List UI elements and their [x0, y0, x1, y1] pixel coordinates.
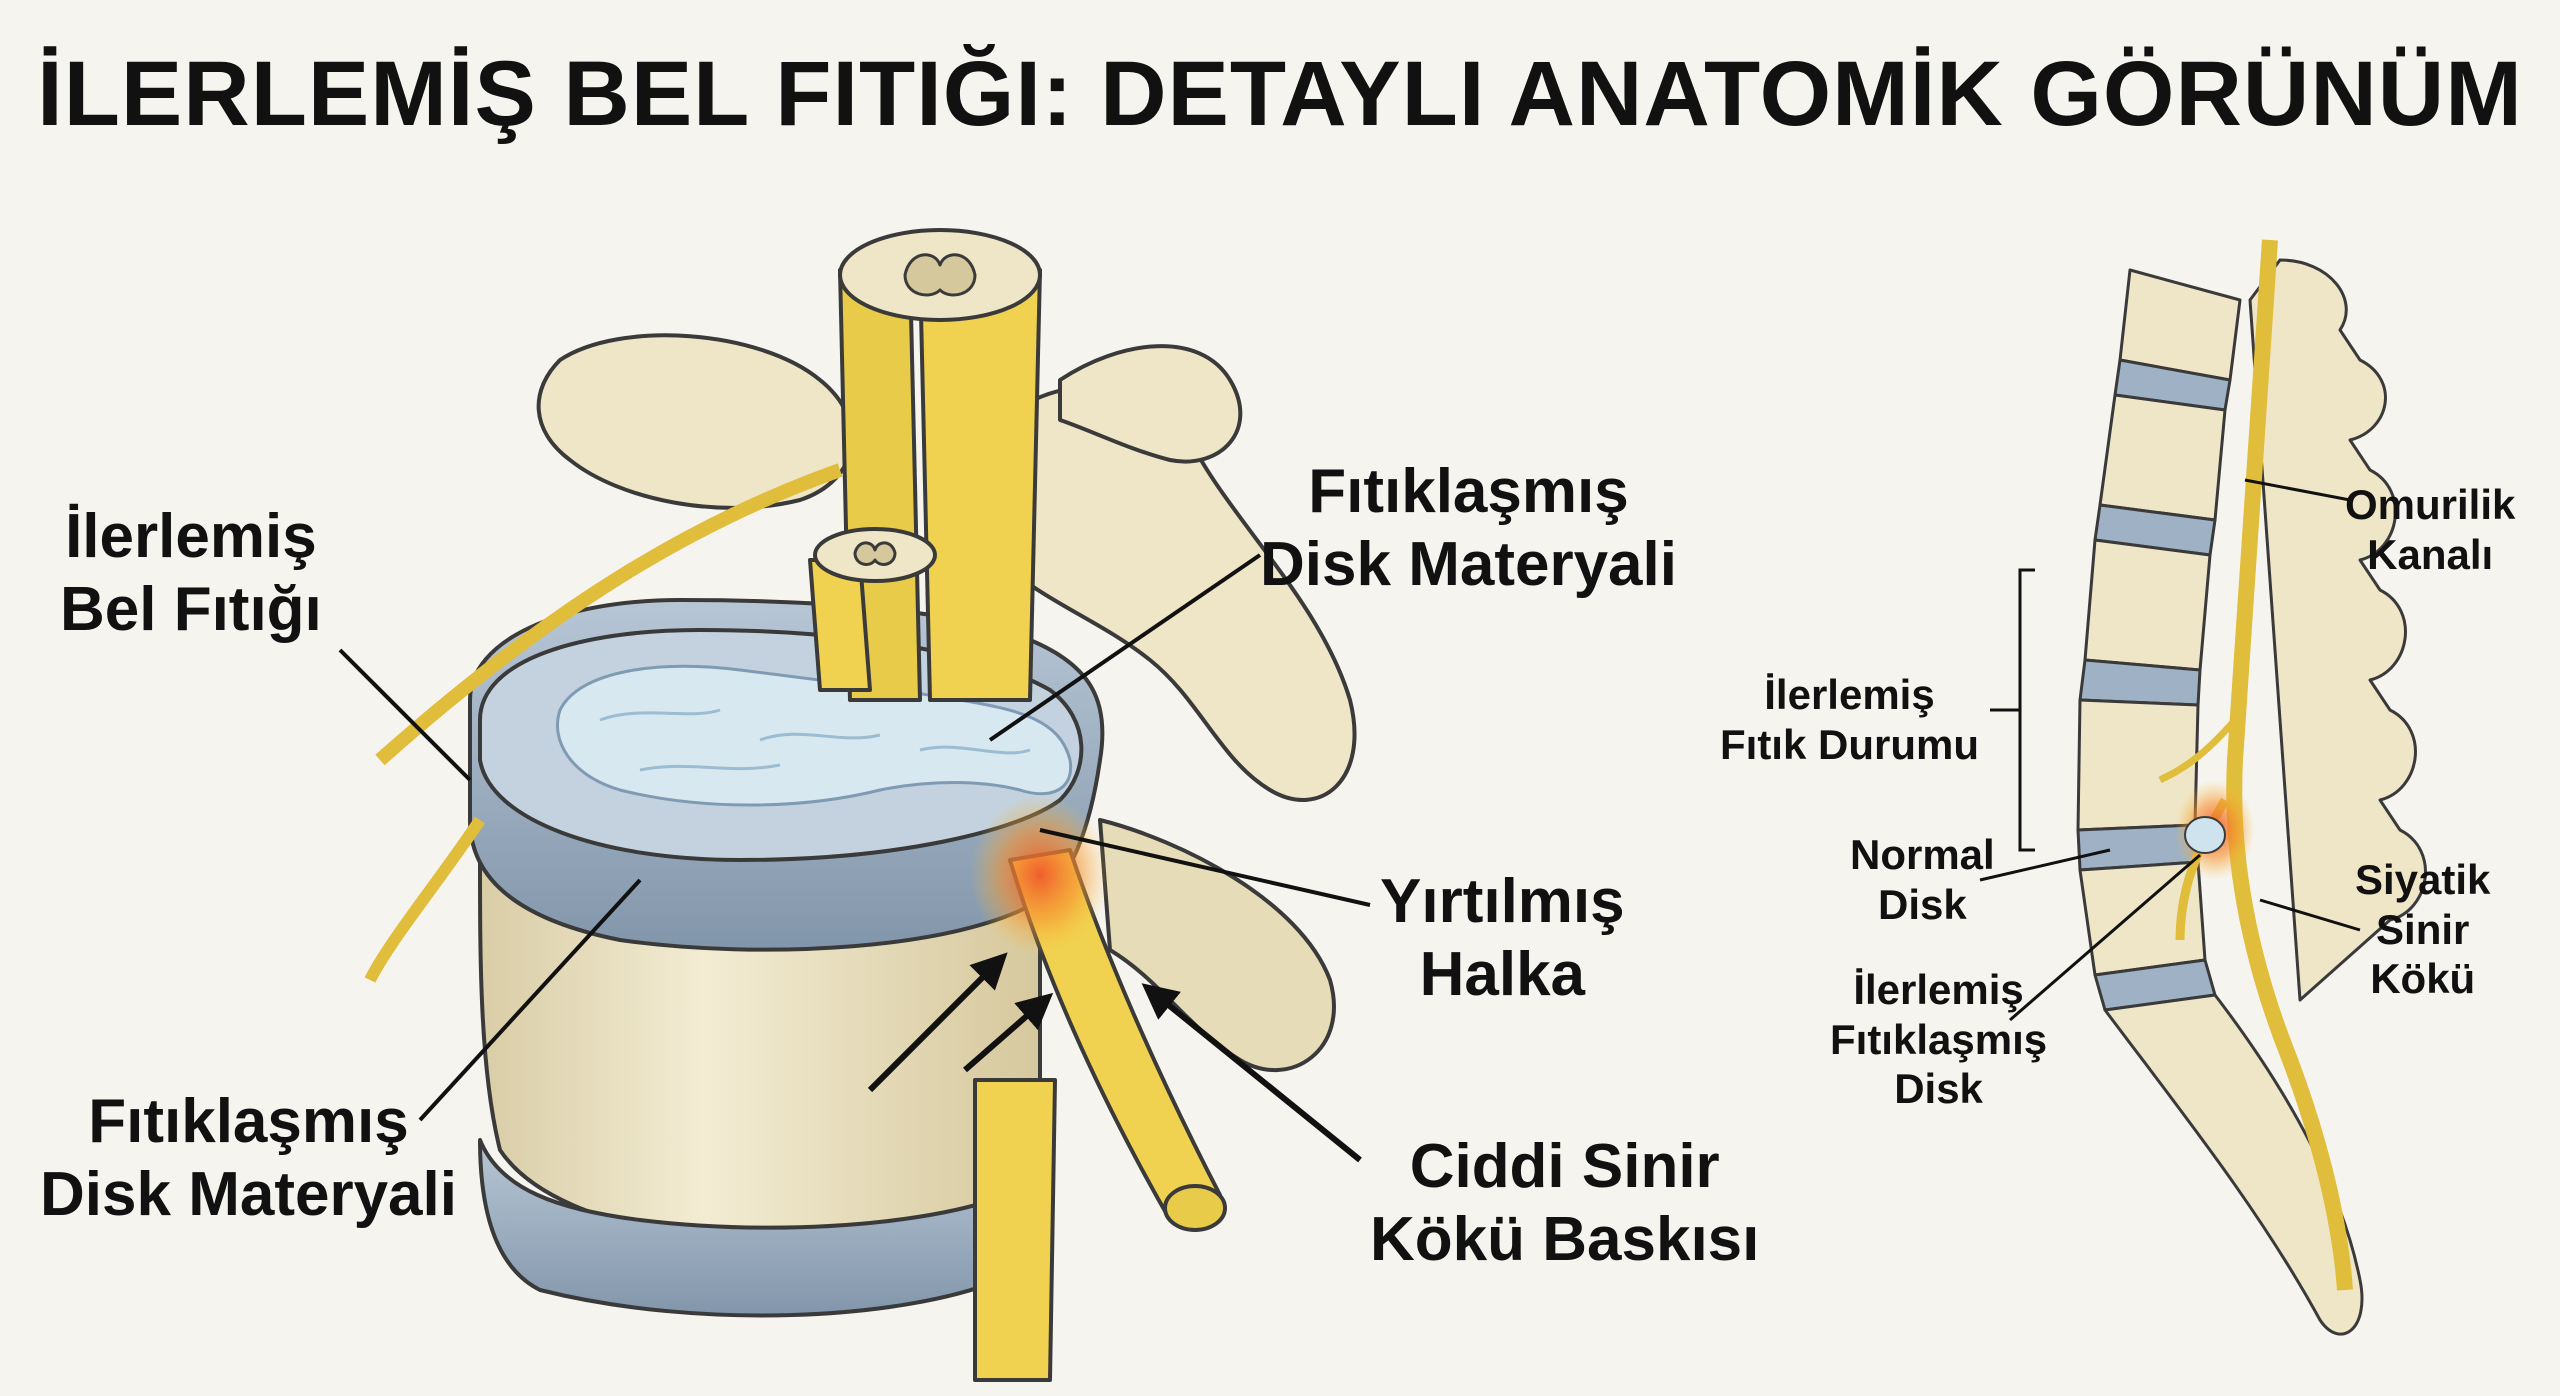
side-herniated-nucleus — [2184, 816, 2226, 854]
advanced-state-bracket — [1990, 568, 2035, 852]
spinal-cord-column-b — [918, 268, 1042, 702]
nerve-root-end — [1163, 1184, 1227, 1232]
pressure-arrow-3 — [1141, 983, 1362, 1163]
sacrum — [2103, 993, 2364, 1336]
pressure-arrows — [867, 952, 1362, 1163]
label-advanced-state: İlerlemiş Fıtık Durumu — [1720, 671, 1979, 768]
leader-lines-side — [1979, 478, 2361, 1022]
spinal-cord-cross-section — [903, 253, 977, 297]
nerve-fiber-left-2 — [364, 816, 485, 983]
leader-advanced-herniated-disc — [2009, 853, 2201, 1022]
inflammation-glow — [970, 795, 1110, 955]
label-nerve-compression: Ciddi Sinir Kökü Baskısı — [1370, 1132, 1760, 1275]
label-torn-annulus: Yırtılmış Halka — [1380, 867, 1625, 1010]
nerve-fiber-left-1 — [375, 463, 843, 766]
leader-material-top — [988, 553, 1262, 742]
transverse-process-top — [1058, 344, 1243, 464]
vertebra-2 — [2098, 393, 2227, 522]
leader-material-bottom — [418, 878, 642, 1122]
label-herniated-material-bottom: Fıtıklaşmış Disk Materyali — [40, 1087, 457, 1230]
label-herniated-material-top: Fıtıklaşmış Disk Materyali — [1260, 457, 1677, 600]
label-normal-disc: Normal Disk — [1850, 831, 1995, 928]
label-advanced-herniated-disc: İlerlemiş Fıtıklaşmış Disk — [1830, 966, 2048, 1113]
leader-normal-disc — [1979, 848, 2111, 882]
pressure-arrow-1 — [867, 952, 1008, 1093]
leader-advanced-hernia — [338, 648, 472, 782]
vertebra-3 — [2083, 538, 2212, 672]
vertebra-3d — [364, 228, 1357, 1382]
leader-lines-main — [338, 553, 1371, 1122]
label-sciatic-root: Siyatik Sinir Kökü — [2355, 856, 2491, 1003]
nucleus-texture — [599, 708, 1031, 772]
leader-spinal-canal — [2244, 478, 2351, 502]
leader-sciatic-root — [2259, 898, 2361, 932]
spinal-cord-lower — [973, 1078, 1057, 1382]
leader-torn-annulus — [1039, 828, 1371, 907]
nerve-root-cross-section — [853, 541, 897, 566]
label-spinal-canal: Omurilik Kanalı — [2345, 481, 2516, 578]
upper-nerve-branch — [2158, 717, 2238, 784]
pressure-arrow-2 — [963, 992, 1054, 1073]
side-spine — [2076, 239, 2427, 1336]
superior-process-left — [536, 333, 855, 510]
posterior-elements — [2248, 258, 2427, 1002]
label-advanced-hernia: İlerlemiş Bel Fıtığı — [60, 502, 322, 645]
page-title: İLERLEMİŞ BEL FITIĞI: DETAYLI ANATOMİK G… — [37, 43, 2523, 145]
